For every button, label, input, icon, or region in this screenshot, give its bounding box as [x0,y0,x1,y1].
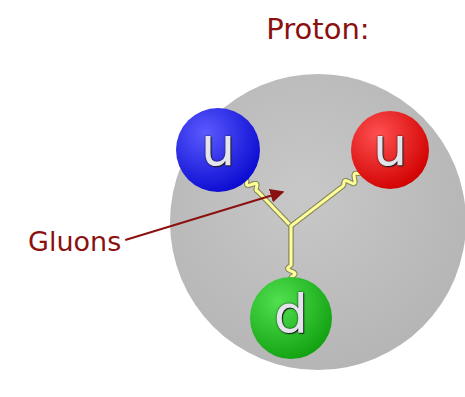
proton-body [170,74,465,370]
diagram-title: Proton: [218,12,418,46]
leader-arrow [125,192,283,240]
quark-ball: u [175,107,261,193]
gluon-core [246,180,295,278]
quark-letter: d [274,288,308,342]
quark-circle [250,277,332,359]
gluon-core [288,173,360,278]
quark-circle [351,111,429,189]
callout-label: Gluons [28,226,121,257]
quark-circle [176,108,260,192]
quark-ball: u [350,110,430,190]
gluon-line [288,173,360,278]
gluon-outline [246,180,295,278]
quark-letter: u [201,120,235,174]
gluon-layer [246,173,359,278]
quark-letter: u [373,120,407,174]
quark-ball: d [249,276,333,360]
gluon-outline [288,173,360,278]
gluon-line [246,180,295,278]
